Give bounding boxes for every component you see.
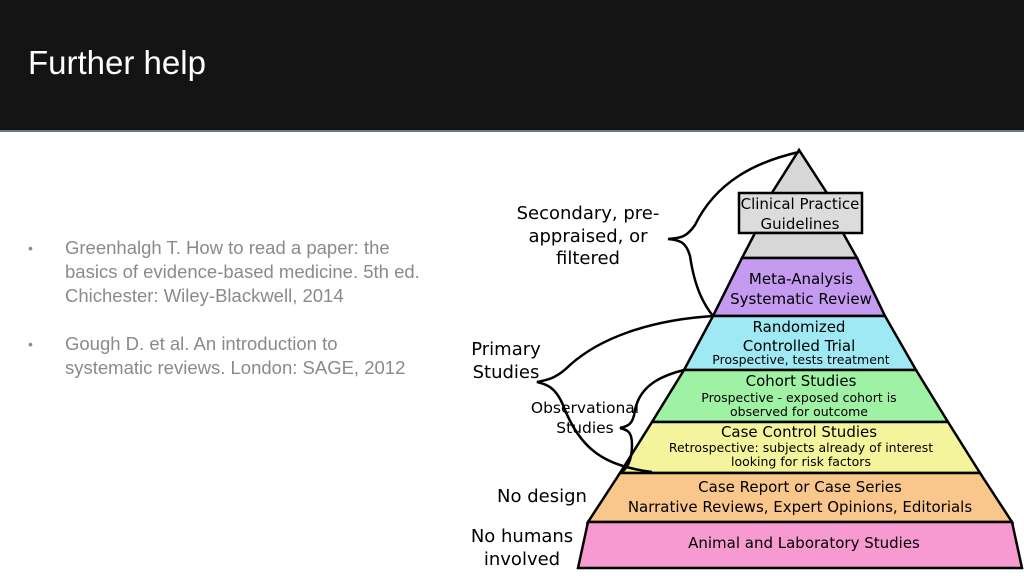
slide-title: Further help xyxy=(28,44,206,81)
reference-text: Greenhalgh T. How to read a paper: the b… xyxy=(65,237,420,306)
primary-label: Studies xyxy=(473,362,540,383)
level-subtitle: Prospective - exposed cohort is xyxy=(701,390,896,405)
observational-label: Observational xyxy=(531,399,639,417)
top-box-line-2: Guidelines xyxy=(761,215,840,233)
secondary-label: Secondary, pre- xyxy=(517,203,660,224)
reference-item: • Greenhalgh T. How to read a paper: the… xyxy=(28,236,428,308)
reference-item: • Gough D. et al. An introduction to sys… xyxy=(28,332,428,380)
observational-label: Studies xyxy=(556,419,614,437)
primary-bracket xyxy=(536,314,714,474)
level-title: Case Control Studies xyxy=(721,423,877,441)
level-title: Animal and Laboratory Studies xyxy=(688,534,920,552)
level-subtitle: looking for risk factors xyxy=(731,454,871,469)
title-bar: Further help xyxy=(0,0,1024,132)
reference-list: • Greenhalgh T. How to read a paper: the… xyxy=(28,236,428,404)
no-humans-label: involved xyxy=(484,549,560,570)
reference-text: Gough D. et al. An introduction to syste… xyxy=(65,333,406,378)
primary-label: Primary xyxy=(471,339,541,360)
level-subtitle: Retrospective: subjects already of inter… xyxy=(669,440,933,455)
observational-bracket xyxy=(619,368,685,475)
pyramid-apex-lower xyxy=(739,231,860,260)
level-subtitle: Prospective, tests treatment xyxy=(712,352,890,367)
secondary-label: filtered xyxy=(556,248,620,269)
no-design-label: No design xyxy=(497,486,587,507)
level-title: Narrative Reviews, Expert Opinions, Edit… xyxy=(628,498,973,516)
bullet-icon: • xyxy=(28,336,33,352)
level-subtitle: observed for outcome xyxy=(730,404,868,419)
secondary-label: appraised, or xyxy=(528,226,648,247)
bullet-icon: • xyxy=(28,240,33,256)
level-animal-lab xyxy=(576,520,1024,570)
no-humans-label: No humans xyxy=(471,526,573,547)
level-title: Meta-Analysis xyxy=(749,270,853,288)
top-box-line-1: Clinical Practice xyxy=(741,195,860,213)
level-title: Systematic Review xyxy=(730,290,872,308)
level-title: Case Report or Case Series xyxy=(698,478,902,496)
level-title: Controlled Trial xyxy=(743,337,856,355)
level-title: Randomized xyxy=(753,318,846,336)
level-title: Cohort Studies xyxy=(746,372,857,390)
secondary-bracket xyxy=(667,150,800,317)
